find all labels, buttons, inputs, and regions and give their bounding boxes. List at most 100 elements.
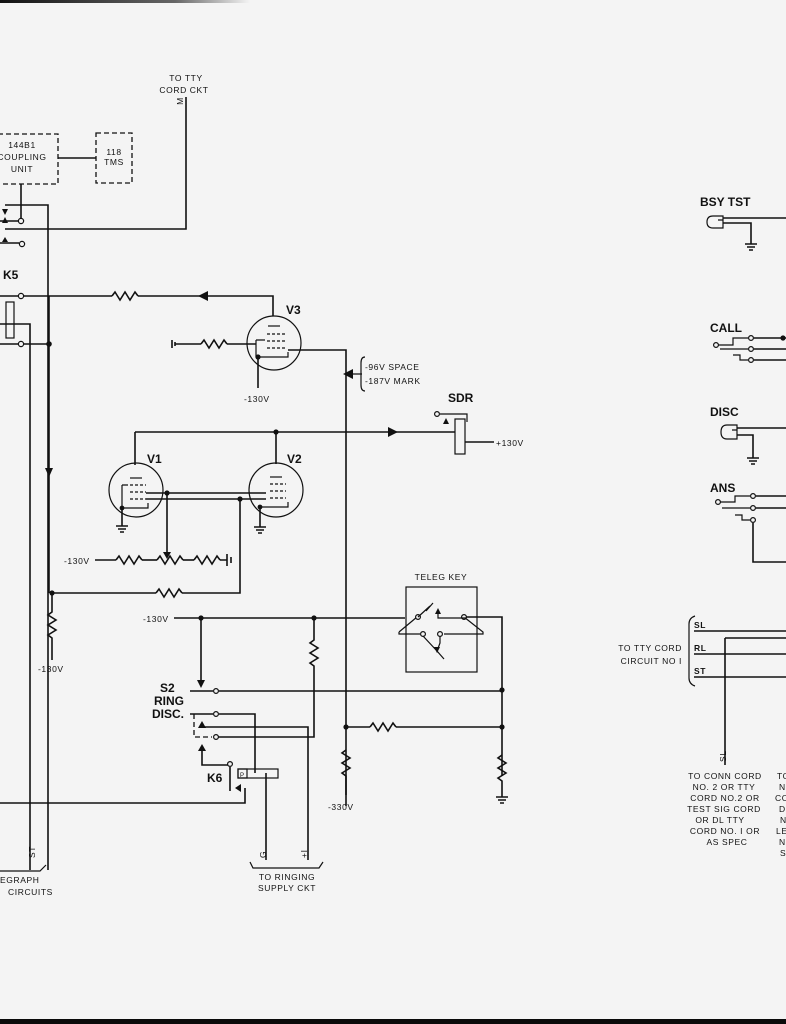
contact [747,357,754,364]
signal-arrow [198,291,208,301]
tube-grids [270,483,286,499]
junction [499,687,505,693]
wire [0,788,246,804]
label-line: N [780,815,786,825]
resistor [200,338,228,350]
label-line: TO CONN CORD [688,771,762,781]
sdr-coil [454,418,466,455]
lamp-disc [720,424,738,440]
signal-arrow [343,369,353,379]
scan-edge-bottom [0,1019,786,1024]
potentiometer [156,554,184,566]
coupling-unit-box [0,133,59,185]
contact-arrow [235,784,241,792]
s2-label-line: DISC. [152,707,184,721]
label-line: CIRCUIT NO I [621,656,682,666]
disc-label: DISC [710,405,739,419]
voltage-brace [353,356,366,392]
s2-supply-label: -130V [143,614,169,624]
sl-lead-label: SL [718,750,728,762]
ground-icon [116,508,128,533]
k6-pole [237,768,248,779]
tube-grids [267,333,285,349]
bottom-supply-label: -330V [328,802,354,812]
contact-arrow [2,237,8,242]
s2-label-line: RING [154,694,184,708]
tube-cathode [122,503,149,509]
signal-arrow [45,468,53,477]
teleg-key-label: TELEG KEY [415,572,468,582]
bracket [249,861,324,869]
ground-icon [723,217,786,251]
label-line: 118 [106,147,121,157]
label-line: TMS [104,157,124,167]
cord-lead-sl: SL [694,620,706,630]
ground-icon [737,427,786,465]
label-line: AS SPEC [706,837,747,847]
resistor [193,554,221,566]
label-line: NO. 2 OR TTY [693,782,756,792]
contact [227,760,234,767]
label-line: TEST SIG CORD [687,804,761,814]
ground-symbol-horizontal [220,554,232,566]
lamp-bsy-tst [706,215,724,229]
wire [202,726,309,860]
s2-ring-disc-switch: S2 RING DISC. [152,681,184,721]
s2-label-line: S2 [160,681,175,695]
label-line: N [779,837,786,847]
sdr-contact [440,413,468,422]
bsy-tst-label: BSY TST [700,195,751,209]
contact [714,499,721,506]
label-line: COUPLING [0,152,47,162]
wire [288,349,347,806]
teleg-key-box [405,586,478,673]
cord-lead-st: ST [694,666,706,676]
teleg-key-contacts [398,602,484,635]
wire [694,630,786,765]
ans-key-contacts [720,495,750,521]
sdr-supply-label: +130V [496,438,524,448]
junction [499,724,505,730]
tube-cathode [258,352,289,358]
contact-arrow [197,680,205,688]
bracket [0,864,47,872]
wire [5,204,49,870]
k5-coil [5,301,15,339]
wire [138,295,274,316]
signal-arrow [388,427,398,437]
label-line: TO [777,771,786,781]
contact-arrow [2,209,8,215]
contact [749,516,756,523]
sdr-label: SDR [448,391,474,405]
right-cut-label: TO N CO D N LE N S [775,771,786,858]
resistor-vertical [218,618,320,738]
label-line: UNIT [11,164,33,174]
tms-unit: 118 TMS [95,132,133,184]
contact-arrow [434,647,440,653]
tube-v3: V3 [246,303,302,371]
cord-lead-rl: RL [694,643,707,653]
wire [219,713,256,773]
ans-label: ANS [710,481,735,495]
k6-label: K6 [207,771,223,785]
label-line: CORD NO.2 OR [690,793,760,803]
contact [17,217,25,225]
ground-symbol-horizontal [171,340,176,348]
voltage-mark-label: -187V MARK [365,376,421,386]
label-line: EGRAPH [0,875,40,885]
contact [749,493,756,500]
call-key-contacts [718,337,748,361]
contact [712,342,719,349]
v2-label: V2 [287,452,302,466]
contact-arrow [198,721,206,728]
k5-label: K5 [3,268,19,282]
mechanical-link [193,714,212,738]
ringing-lead-plus: +I [299,849,309,858]
contact [17,340,25,348]
resistor [111,290,139,302]
k6-pole-label: P [240,773,245,779]
label-line: TO TTY [169,73,203,83]
st-lead-label: ST [27,846,37,858]
tube-grids [130,484,146,500]
resistor [369,721,397,733]
